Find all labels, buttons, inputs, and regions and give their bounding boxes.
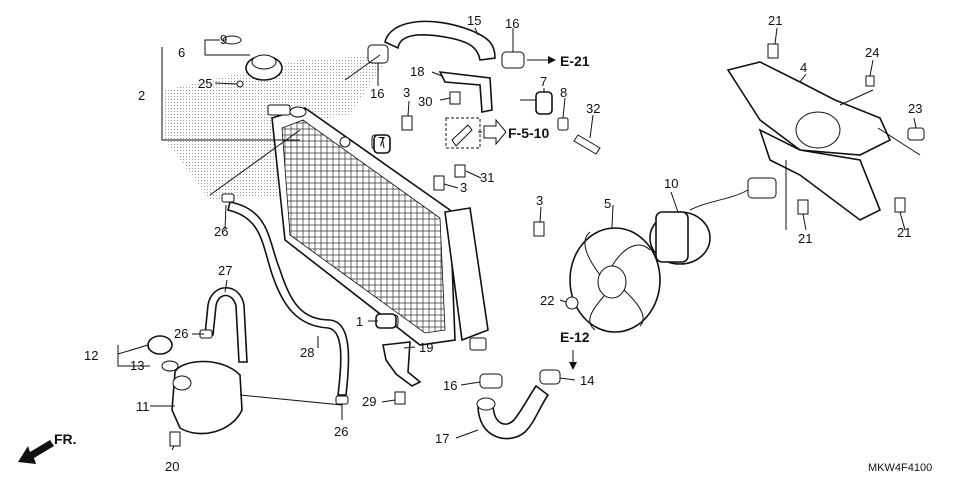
callout-3-right: 3 <box>536 193 543 208</box>
callout-14: 14 <box>580 373 594 388</box>
callout-26-mid: 26 <box>174 326 188 341</box>
cross-references: E-21 F-5-10 E-12 <box>483 53 590 370</box>
callout-10: 10 <box>664 176 678 191</box>
callout-1: 1 <box>356 314 363 329</box>
callout-24: 24 <box>865 45 879 60</box>
callout-21-bottom-right: 21 <box>897 225 911 240</box>
callout-3-mid: 3 <box>460 180 467 195</box>
callout-12: 12 <box>84 348 98 363</box>
callout-22: 22 <box>540 293 554 308</box>
fan-motor <box>649 177 777 265</box>
front-label: FR. <box>54 431 77 447</box>
callout-17: 17 <box>435 431 449 446</box>
callout-19: 19 <box>419 340 433 355</box>
callout-16-bottom: 16 <box>443 378 457 393</box>
radiator-cap <box>222 35 283 88</box>
front-arrow: FR. <box>18 431 77 464</box>
callout-23: 23 <box>908 101 922 116</box>
shaded-region <box>165 55 390 200</box>
callout-27: 27 <box>218 263 232 278</box>
callout-15: 15 <box>467 13 481 28</box>
fan-shroud <box>726 43 925 221</box>
callout-30: 30 <box>418 94 432 109</box>
ref-e21: E-21 <box>560 53 590 69</box>
callout-3-top: 3 <box>403 85 410 100</box>
ref-e12: E-12 <box>560 329 590 345</box>
radiator <box>267 104 489 351</box>
callout-2: 2 <box>138 88 145 103</box>
callout-31: 31 <box>480 170 494 185</box>
callout-7-mid: 7 <box>378 134 385 149</box>
callout-16-left: 16 <box>370 86 384 101</box>
siphon-hose <box>199 287 248 363</box>
diagram-code: MKW4F4100 <box>868 462 932 474</box>
reserve-tank <box>147 335 243 447</box>
callout-13: 13 <box>130 358 144 373</box>
callout-8: 8 <box>560 85 567 100</box>
callout-21-bottom-left: 21 <box>798 231 812 246</box>
clips <box>401 115 545 237</box>
callout-16-top: 16 <box>505 16 519 31</box>
lower-hose <box>476 369 561 440</box>
callout-25: 25 <box>198 76 212 91</box>
callout-18: 18 <box>410 64 424 79</box>
callout-28: 28 <box>300 345 314 360</box>
upper-hose <box>367 20 525 69</box>
callout-4: 4 <box>800 60 807 75</box>
callout-11: 11 <box>136 399 150 414</box>
callout-20: 20 <box>165 459 179 474</box>
callout-21-top: 21 <box>768 13 782 28</box>
callout-6: 6 <box>178 45 185 60</box>
stay-bracket <box>438 71 493 178</box>
overflow-hose <box>221 193 350 405</box>
callout-5: 5 <box>604 196 611 211</box>
callout-32: 32 <box>586 101 600 116</box>
callout-9: 9 <box>220 32 227 47</box>
callout-29: 29 <box>362 394 376 409</box>
grommet-collar-bolt <box>373 91 601 155</box>
callouts: 2 6 9 25 15 16 16 18 7 8 32 30 3 7 31 3 … <box>84 13 922 474</box>
leader-lines <box>117 27 921 451</box>
callout-7-top: 7 <box>540 74 547 89</box>
callout-26-top: 26 <box>214 224 228 239</box>
cooling-fan <box>565 227 661 333</box>
callout-26-bottom: 26 <box>334 424 348 439</box>
ref-f5-10: F-5-10 <box>508 125 549 141</box>
